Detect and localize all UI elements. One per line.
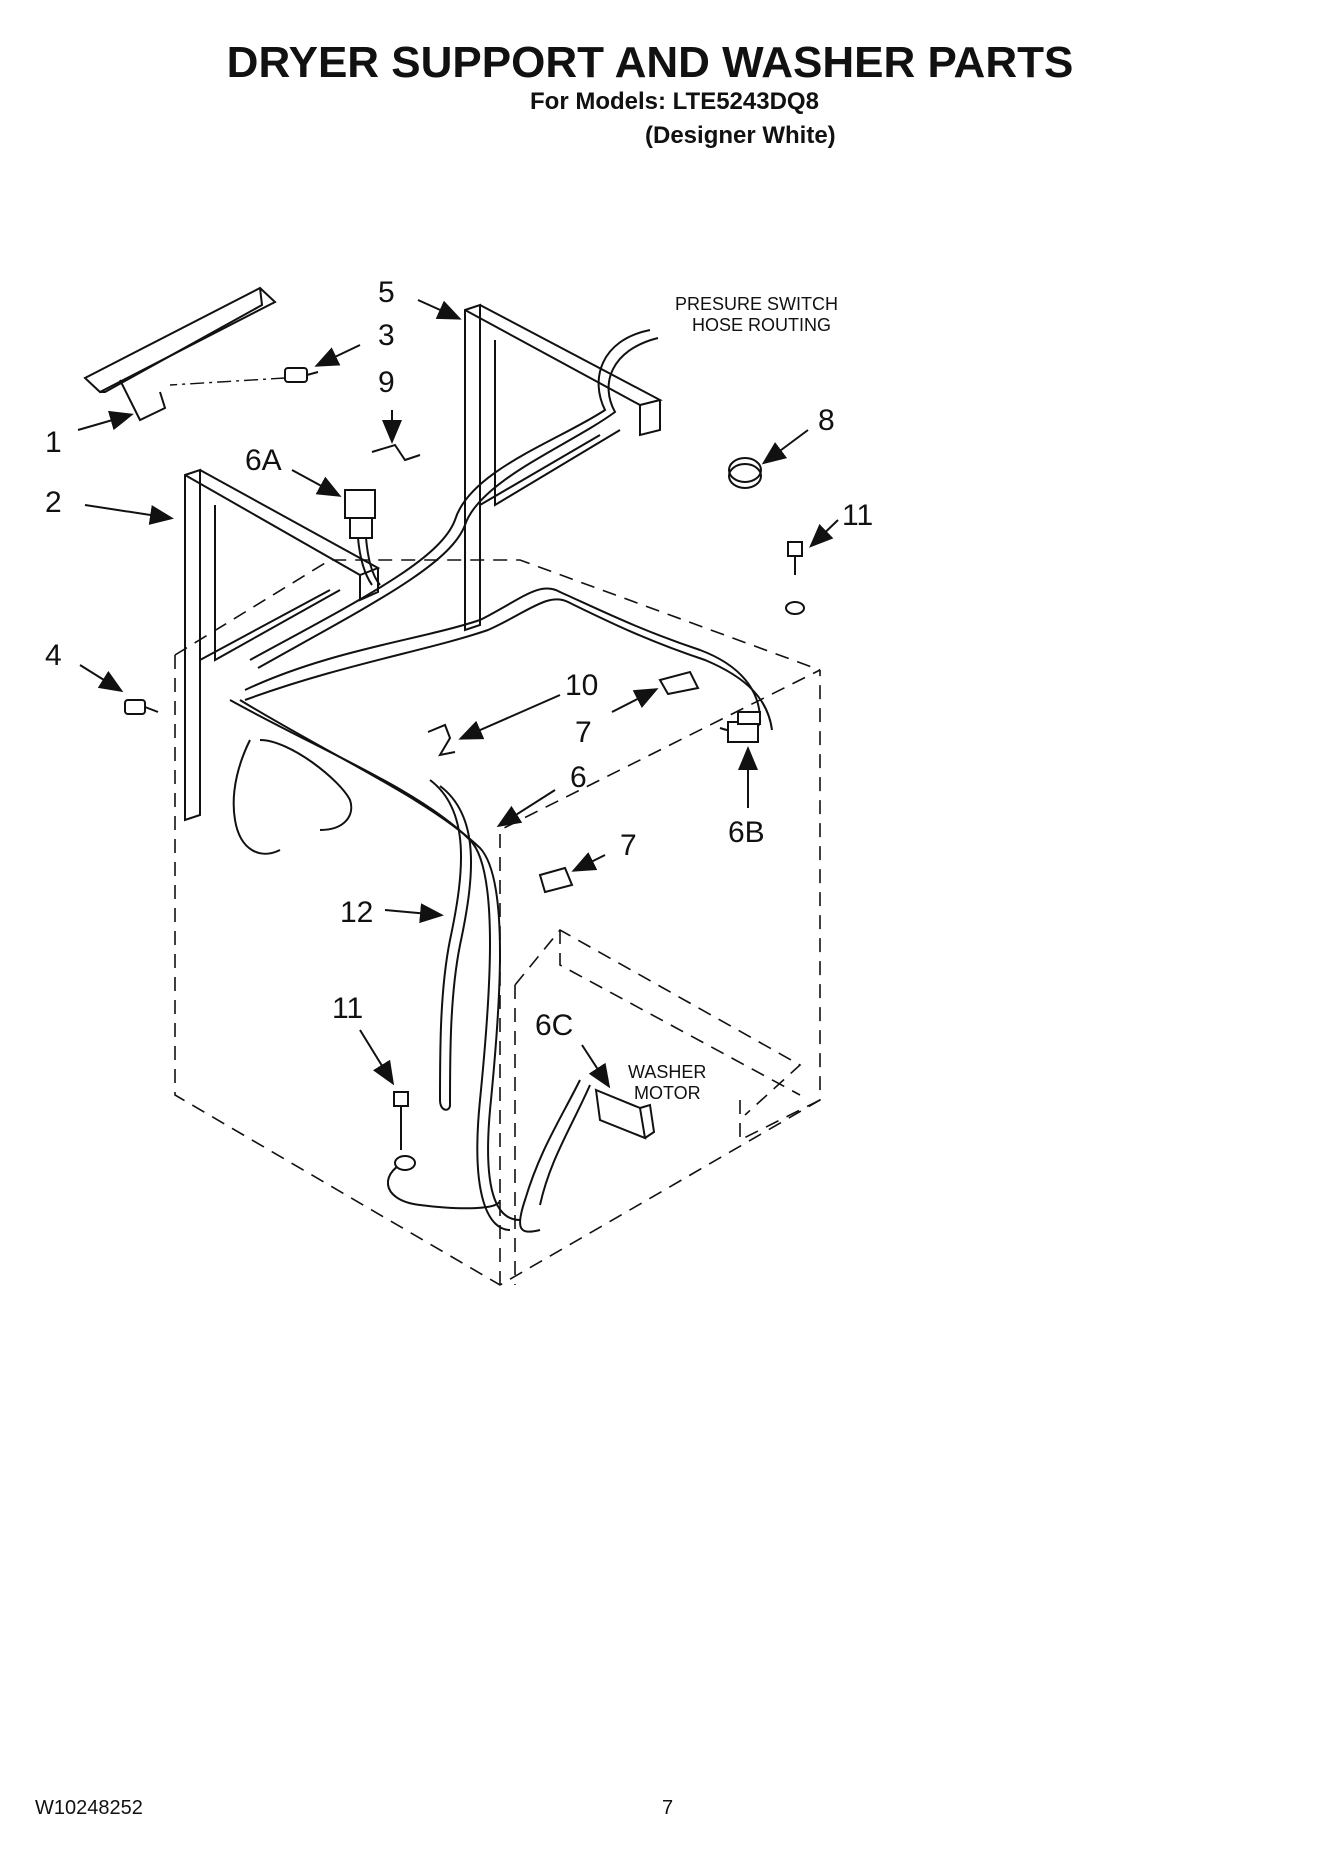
callout-10: 10 — [565, 669, 598, 702]
part-11-screw-bottom — [393, 1091, 416, 1171]
part-6b-connector — [727, 711, 761, 743]
hose-routing-note-line2: HOSE ROUTING — [692, 315, 831, 335]
leader-4 — [79, 664, 124, 693]
callout-8: 8 — [818, 404, 835, 437]
part-8-clamp — [728, 457, 762, 489]
leader-6c — [581, 1044, 611, 1089]
part-9-clip — [371, 443, 421, 462]
callout-5: 5 — [378, 276, 395, 309]
leader-8 — [761, 429, 809, 465]
part-7-clip-upper — [658, 670, 700, 696]
leader-11-bottom — [359, 1029, 395, 1086]
washer-motor-note-line2: MOTOR — [634, 1083, 701, 1103]
leader-11-top — [809, 519, 839, 548]
leader-7-lower — [571, 852, 606, 872]
page-number: 7 — [662, 1797, 674, 1819]
leader-3 — [314, 344, 361, 367]
leader-6 — [496, 789, 556, 828]
part-11-screw-top — [785, 541, 805, 615]
part-1-top-bracket — [83, 286, 277, 422]
hose-12 — [429, 779, 473, 1111]
part-6a-connector — [344, 489, 381, 586]
leader-7-upper — [611, 688, 659, 713]
leader-6a — [291, 469, 342, 497]
part-3-screw — [284, 367, 319, 383]
doc-number: W10248252 — [35, 1797, 143, 1819]
part-2-support-frame — [184, 468, 381, 822]
callout-6a: 6A — [245, 444, 282, 477]
leader-2 — [84, 504, 174, 525]
callout-9: 9 — [378, 366, 395, 399]
part-7-clip-lower — [538, 866, 574, 894]
callout-7-upper: 7 — [575, 716, 592, 749]
callout-3: 3 — [378, 319, 395, 352]
hose-routing-note-line1: PRESURE SWITCH — [675, 294, 838, 314]
models-line: For Models: LTE5243DQ8 — [530, 88, 819, 115]
cabinet-outline — [174, 559, 821, 1286]
part-6c-motor-connector — [594, 1088, 656, 1140]
callout-11-top: 11 — [842, 499, 873, 532]
part-4-screw — [124, 699, 159, 715]
leader-3-dashdot — [169, 377, 286, 386]
leader-12 — [384, 903, 444, 924]
callout-6: 6 — [570, 761, 587, 794]
leader-5 — [417, 299, 462, 320]
color-line: (Designer White) — [645, 122, 836, 149]
part-10-clip — [427, 723, 456, 757]
callout-7-lower: 7 — [620, 829, 637, 862]
callout-11-bottom: 11 — [332, 992, 363, 1025]
callout-6b: 6B — [728, 816, 765, 849]
callout-1: 1 — [45, 426, 62, 459]
wire-harness-6 — [229, 329, 773, 1233]
washer-motor-note-line1: WASHER — [628, 1062, 706, 1082]
leader-10 — [458, 694, 561, 740]
callout-2: 2 — [45, 486, 62, 519]
callout-12: 12 — [340, 896, 373, 929]
leader-1 — [77, 410, 134, 431]
part-5-support-frame — [464, 303, 663, 632]
page-title: DRYER SUPPORT AND WASHER PARTS — [226, 38, 1074, 87]
callout-6c: 6C — [535, 1009, 573, 1042]
callout-4: 4 — [45, 639, 62, 672]
